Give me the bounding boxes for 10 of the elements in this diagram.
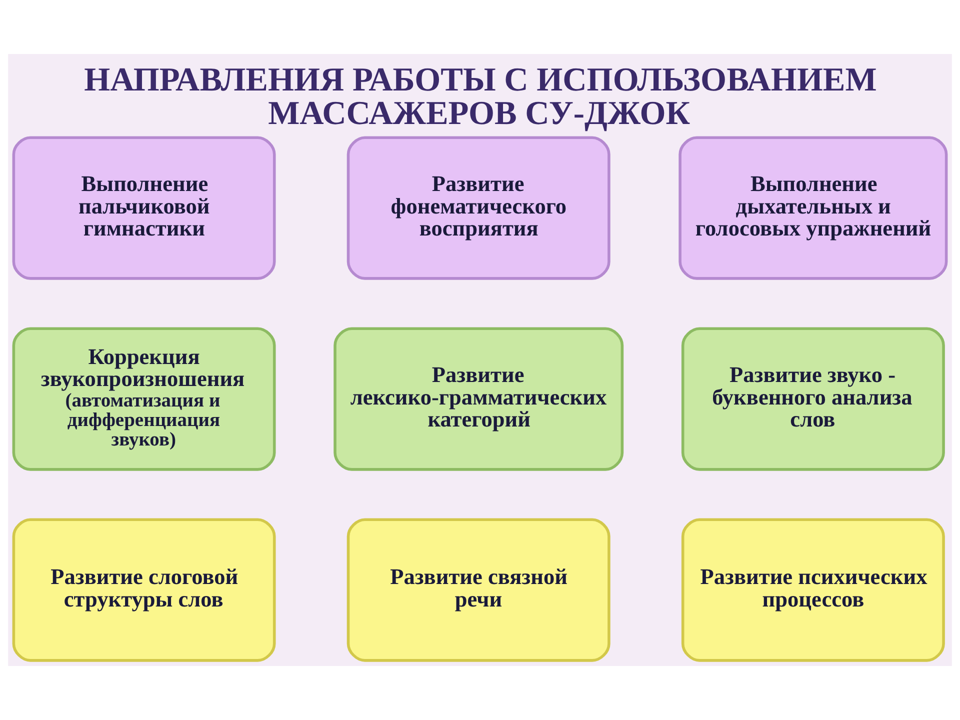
node-box: Коррекция звукопроизношения (автоматизация и дифференциация звуков) (12, 327, 276, 471)
diagram-title: НАПРАВЛЕНИЯ РАБОТЫ С ИСПОЛЬЗОВАНИЕМ МАССАЖЕРОВ СУ-ДЖОК (84, 62, 877, 132)
node-box: Развитие связной речи (346, 518, 610, 662)
node-box: Выполнение дыхательных и голосовых упражнений (678, 136, 948, 280)
node-box: Развитие фонематического восприятия (346, 136, 610, 280)
node-box: Развитие психических процессов (681, 518, 945, 662)
node-box: Развитие лексико-грамматических категорий (334, 327, 624, 471)
node-box: Развитие слоговой структуры слов (12, 518, 276, 662)
node-box: Выполнение пальчиковой гимнастики (12, 136, 276, 280)
node-box: Развитие звуко - буквенного анализа слов (681, 327, 945, 471)
